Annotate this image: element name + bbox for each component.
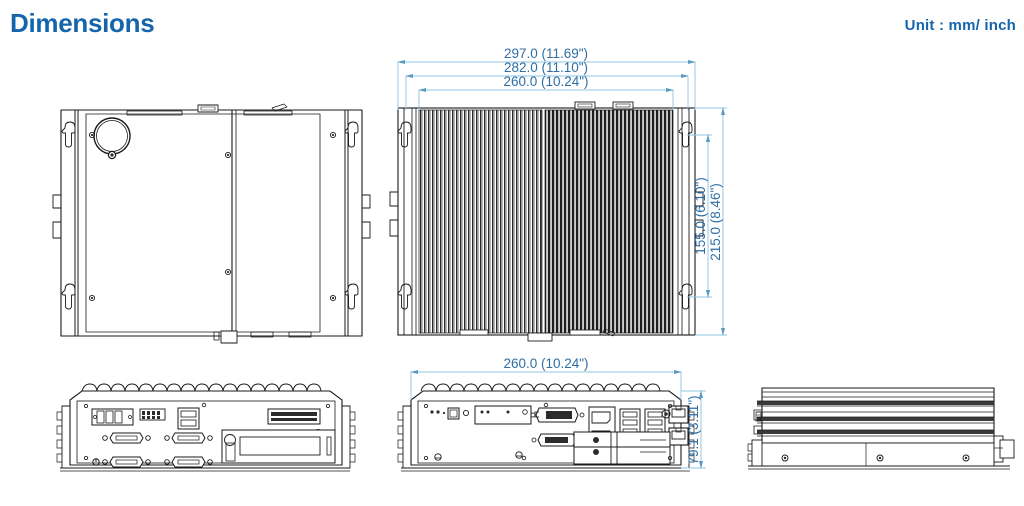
dimension-label-width-inner: 260.0 (10.24") [503,74,588,89]
dvi-port [530,407,585,423]
dimension-right-depths [687,107,727,336]
screw-hole [224,151,232,159]
top-heatsink-view [389,101,704,342]
option-module-plate [474,405,532,425]
screw-hole [781,454,789,462]
audio-jack [661,409,671,419]
power-terminal-block [91,408,134,426]
pin-header [139,408,166,421]
serial-port-db9 [164,456,213,468]
lan-port-rj45 [668,405,689,424]
bottom-plate-view [52,103,371,344]
screw-hole [224,268,232,276]
reset-button [447,407,460,420]
keyhole-slot [678,121,693,148]
drive-bay [573,445,671,465]
dimension-label-rear-width: 260.0 (10.24") [503,356,588,371]
rear-io-panel-view [397,383,695,472]
power-indicator [92,458,100,466]
keyhole-slot [344,283,359,310]
screw-hole [88,294,96,302]
dimension-label-rear-height: 79.1 (3.11") [686,395,701,464]
keyhole-slot [397,121,412,148]
dimension-label-width-outer: 297.0 (11.69") [504,46,588,61]
ground-symbol [515,451,523,459]
usb-port-stack [177,407,200,430]
ground-symbol [434,453,442,461]
screw-hole [962,454,970,462]
drive-bay [573,431,671,448]
keyhole-slot [61,283,76,310]
screw-hole [329,294,337,302]
keyhole-slot [397,283,412,310]
serial-port-db9 [164,432,213,444]
side-profile-view [747,387,1015,470]
keyhole-slot [61,121,76,148]
cable-gland-cutout [93,117,131,160]
dimension-rear-width [410,369,682,400]
unit-label: Unit : mm/ inch [904,17,1016,34]
keyhole-slot [678,283,693,310]
screw-hole [876,454,884,462]
dimension-label-depth-outer: 215.0 (8.46") [708,183,723,261]
screw-hole [329,131,337,139]
dimension-top-widths [397,59,696,110]
serial-port-db9 [102,456,151,468]
expansion-bay [221,429,336,464]
serial-port-db9 [102,432,151,444]
front-io-panel-view [56,383,356,472]
dimension-label-depth-inner: 155.0 (6.10") [693,177,708,255]
expansion-header [267,408,321,425]
dimension-rear-height [681,390,706,469]
dimension-label-width-middle: 282.0 (11.10") [504,60,588,75]
page-title: Dimensions [10,8,155,38]
connector-detail [755,411,762,422]
screw-hole [88,131,96,139]
keyhole-slot [344,121,359,148]
